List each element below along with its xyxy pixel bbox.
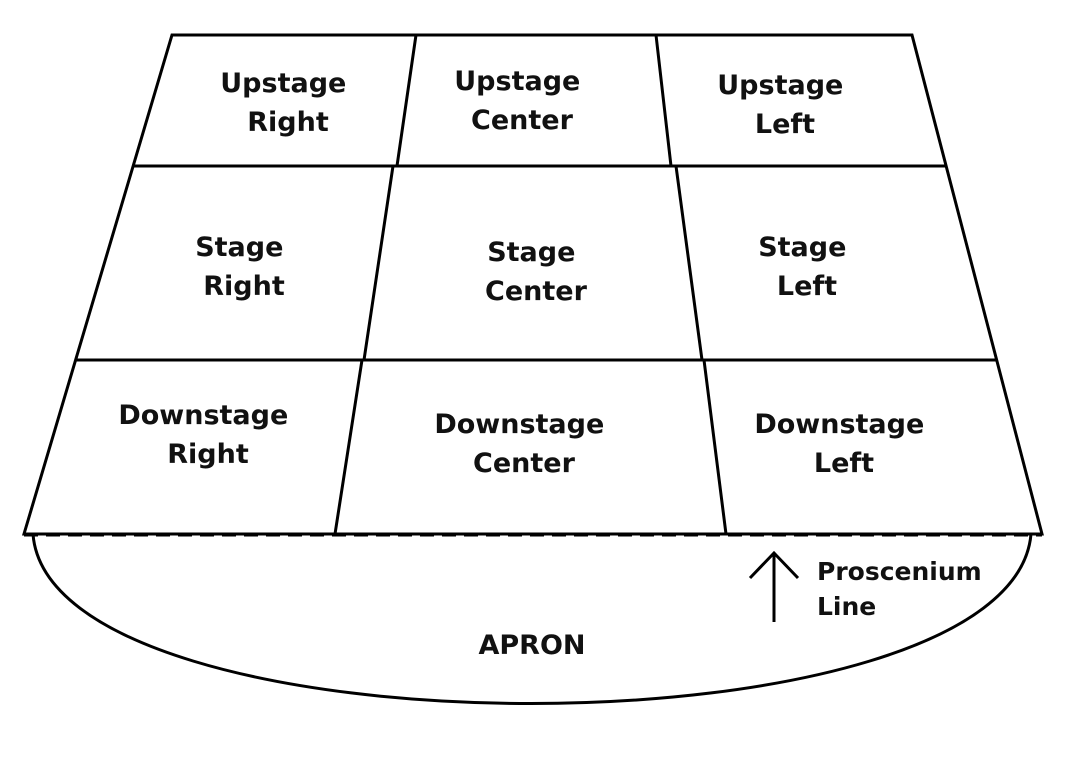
column-divider-right	[654, 34, 728, 535]
label-downstage-left: Downstage Left	[754, 409, 933, 479]
label-stage-right: Stage Right	[195, 232, 293, 302]
label-downstage-right: Downstage Right	[118, 400, 297, 470]
label-downstage-center: Downstage Center	[434, 409, 613, 479]
label-stage-center: Stage Center	[485, 237, 588, 307]
label-apron: APRON	[478, 630, 585, 661]
label-upstage-right: Upstage Right	[220, 68, 356, 138]
label-upstage-left: Upstage Left	[717, 70, 853, 140]
label-stage-left: Stage Left	[758, 232, 856, 302]
label-proscenium-line: Proscenium Line	[817, 557, 990, 621]
apron-outline	[31, 533, 1033, 705]
label-upstage-center: Upstage Center	[454, 66, 590, 136]
arrow-up-icon	[748, 550, 800, 622]
column-divider-left	[333, 34, 418, 535]
